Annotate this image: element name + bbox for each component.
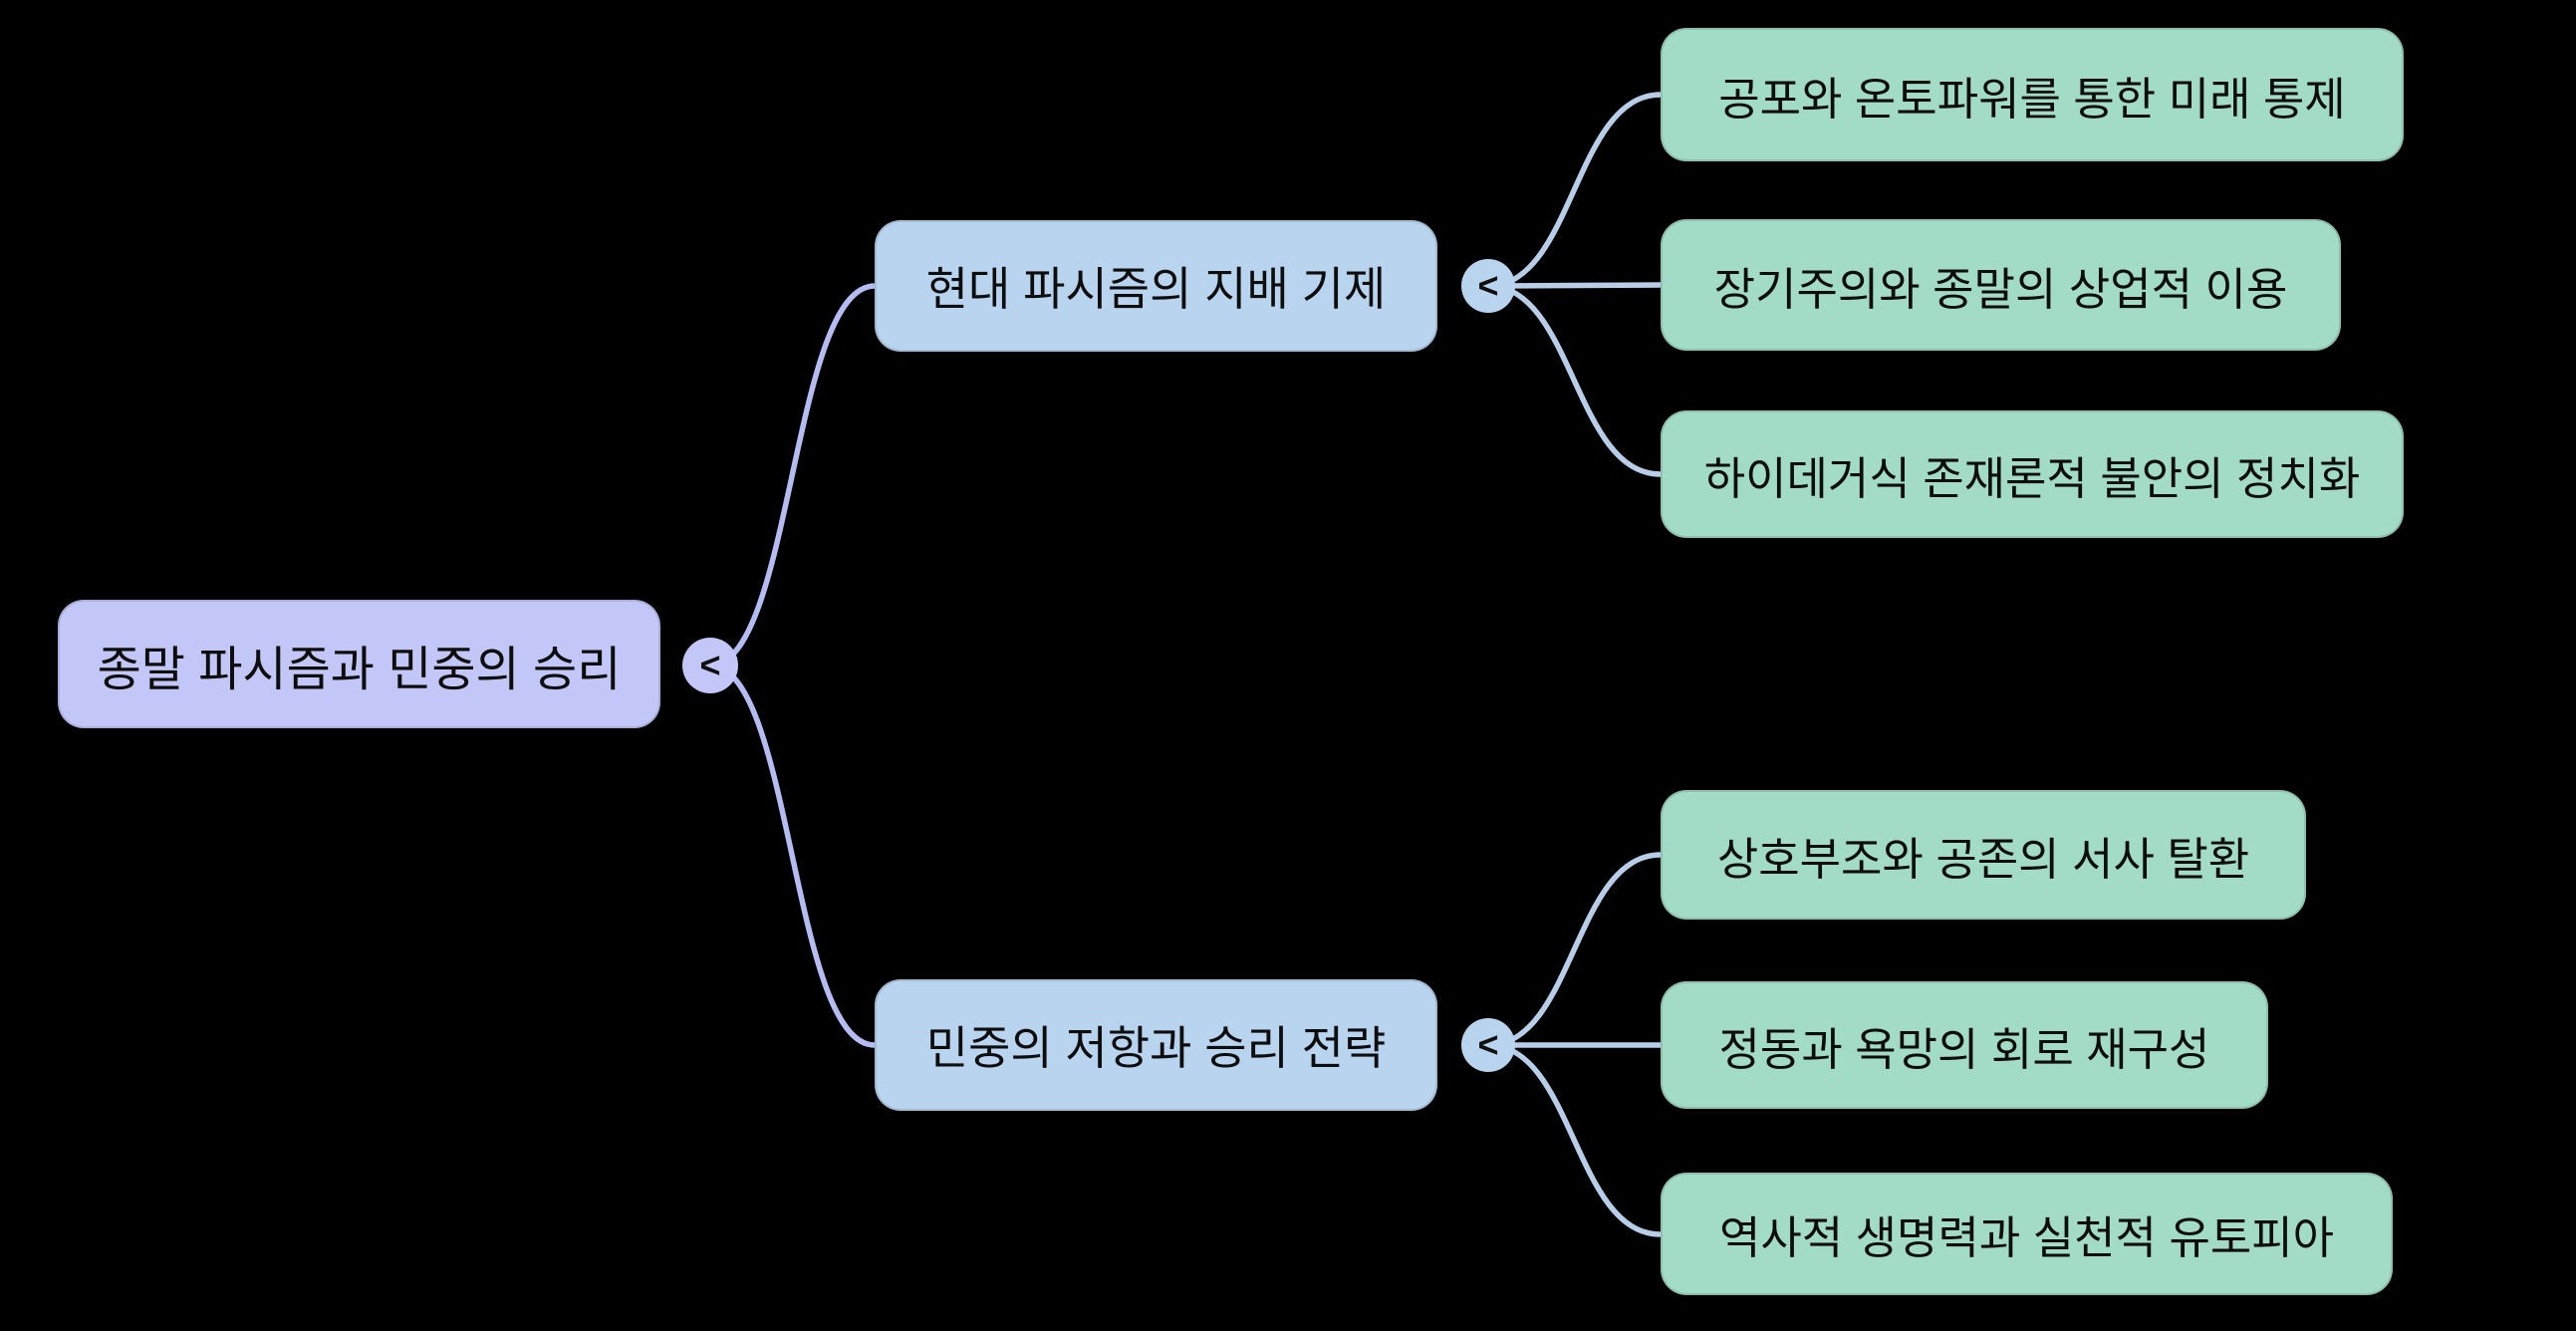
- leaf-node-2-1[interactable]: 상호부조와 공존의 서사 탈환: [1661, 790, 2306, 920]
- branch-node-1[interactable]: 현대 파시즘의 지배 기제: [875, 220, 1437, 352]
- link-branch-1-to-leaf-1: [1485, 92, 1664, 289]
- leaf-node-2-3[interactable]: 역사적 생명력과 실천적 유토피아: [1661, 1173, 2393, 1295]
- leaf-node-2-2[interactable]: 정동과 욕망의 회로 재구성: [1661, 981, 2268, 1109]
- link-root-to-branch-1: [707, 283, 878, 668]
- leaf-node-1-2[interactable]: 장기주의와 종말의 상업적 이용: [1661, 219, 2341, 351]
- link-branch-1-to-leaf-3: [1485, 283, 1664, 477]
- branch-node-2[interactable]: 민중의 저항과 승리 전략: [875, 979, 1437, 1111]
- leaf-node-1-3[interactable]: 하이데거식 존재론적 불안의 정치화: [1661, 410, 2404, 538]
- collapse-toggle-branch-2[interactable]: <: [1461, 1018, 1515, 1072]
- collapse-toggle-branch-1[interactable]: <: [1461, 259, 1515, 313]
- link-root-to-branch-2: [707, 663, 878, 1048]
- collapse-toggle-root[interactable]: <: [682, 638, 738, 693]
- link-branch-1-to-leaf-2: [1485, 282, 1664, 289]
- link-branch-2-to-leaf-4: [1485, 852, 1664, 1048]
- link-branch-2-to-leaf-6: [1485, 1042, 1664, 1237]
- root-node[interactable]: 종말 파시즘과 민중의 승리: [58, 600, 660, 728]
- leaf-node-1-1[interactable]: 공포와 온토파워를 통한 미래 통제: [1661, 28, 2404, 161]
